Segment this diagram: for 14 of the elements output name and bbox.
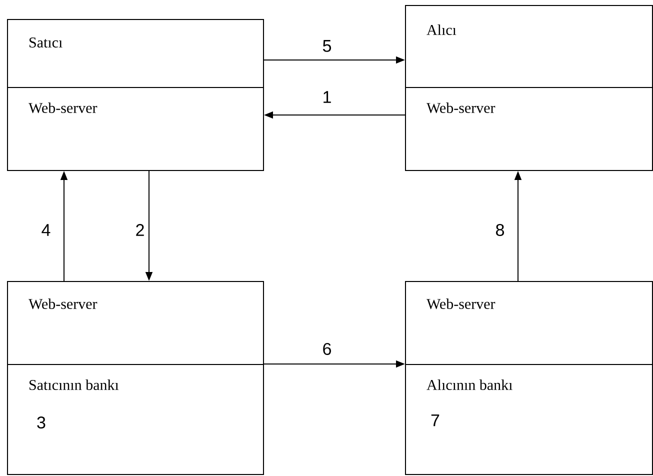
edge-label: 5 — [322, 40, 332, 52]
edge-label: 6 — [323, 342, 331, 355]
compartment-box: Web-server — [7, 87, 264, 171]
edge-label: 8 — [496, 224, 504, 236]
compartment-box: Alıcı — [405, 5, 653, 88]
compartment-box: Web-server — [405, 87, 653, 171]
compartment-box: Satıcı — [7, 19, 264, 88]
edge-label: 2 — [136, 224, 144, 236]
compartment-box: Satıcının bankı 3 — [7, 364, 264, 475]
compartment-box: Web-server — [7, 281, 264, 365]
edge-label: 4 — [42, 224, 50, 236]
edge-label: 1 — [324, 91, 331, 103]
compartment-box: Alıcının bankı 7 — [405, 364, 653, 475]
compartment-box: Web-server — [405, 281, 653, 365]
